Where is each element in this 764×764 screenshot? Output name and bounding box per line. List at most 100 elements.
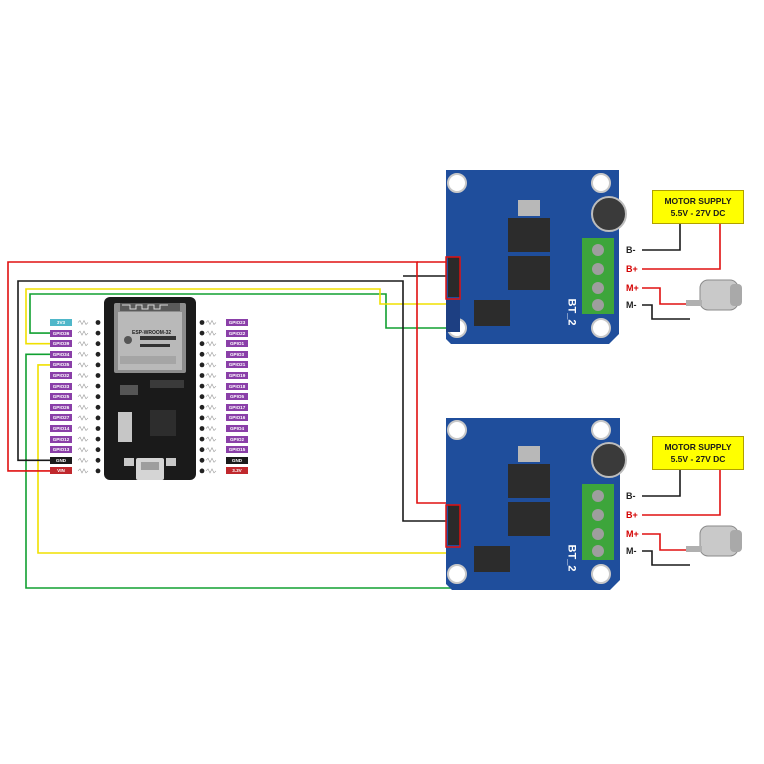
terminal-m-minus: M- xyxy=(626,300,637,310)
pin-leader xyxy=(205,425,217,432)
supply-title: MOTOR SUPPLY xyxy=(664,196,732,206)
terminal-b-minus: B- xyxy=(626,491,636,501)
pin-leader xyxy=(77,351,89,357)
pin-label-gpio34: GPIO34 xyxy=(50,350,72,358)
pin-leader xyxy=(77,447,89,453)
wire-vin xyxy=(7,261,452,504)
pin-leader xyxy=(77,362,89,368)
wire-supply-neg-1 xyxy=(642,224,681,251)
header-pin xyxy=(199,341,205,347)
header-pin xyxy=(199,330,205,336)
pin-leader xyxy=(77,425,89,432)
header-pin xyxy=(95,426,101,431)
pin-leader xyxy=(205,415,217,421)
pin-leader xyxy=(205,404,217,410)
pin-label-3v3: 3V3 xyxy=(50,319,72,326)
wire-supply-pos-1 xyxy=(642,224,721,270)
header-pin xyxy=(95,351,101,357)
esp32-module-text: ESP-WROOM-32 xyxy=(132,330,172,336)
pin-label-gpio15: GPIO15 xyxy=(226,446,248,454)
supply-range: 5.5V - 27V DC xyxy=(670,454,726,464)
header-pin xyxy=(199,447,205,453)
pin-leader xyxy=(205,351,217,357)
terminal-b-plus: B+ xyxy=(626,264,638,274)
terminal-m-plus: M+ xyxy=(626,283,639,293)
pin-leader xyxy=(205,457,217,463)
pin-label-gpio36: GPIO36 xyxy=(50,329,72,337)
header-pin xyxy=(199,436,205,442)
pin-label-gpio19: GPIO19 xyxy=(226,372,248,379)
pin-label-gpio23: GPIO23 xyxy=(226,319,248,326)
pin-label-gpio1: GPIO1 xyxy=(226,340,248,348)
pin-leader xyxy=(205,383,217,389)
pin-leader xyxy=(205,394,217,400)
wire-signal-a xyxy=(25,288,452,345)
pin-label-gpio18: GPIO18 xyxy=(226,382,248,390)
header-pin xyxy=(95,383,101,389)
pin-label-gpio3: GPIO3 xyxy=(226,350,248,358)
header-pin xyxy=(199,383,205,389)
pin-label-gpio12: GPIO12 xyxy=(50,435,72,443)
pin-label-gnd: GND xyxy=(226,456,248,464)
header-pin xyxy=(95,415,101,421)
pin-leader xyxy=(77,330,89,336)
header-pin xyxy=(95,468,101,474)
wire-supply-pos-2 xyxy=(642,470,721,516)
pin-leader xyxy=(77,404,89,410)
dc-motor-1 xyxy=(686,279,742,311)
terminal-b-minus: B- xyxy=(626,245,636,255)
wire-motor-pos-2 xyxy=(642,533,686,551)
pin-leader xyxy=(205,341,217,347)
pin-leader xyxy=(205,319,217,326)
pin-leader xyxy=(205,330,217,336)
header-pin xyxy=(199,394,205,400)
pin-leader xyxy=(205,372,217,379)
header-pin xyxy=(95,320,101,325)
header-pin xyxy=(199,320,205,325)
wire-signal-b xyxy=(29,293,452,334)
pin-label-gpio16: GPIO16 xyxy=(226,414,248,422)
pin-label-gpio25: GPIO25 xyxy=(50,393,72,401)
pin-label-gpio13: GPIO13 xyxy=(50,446,72,454)
pin-leader xyxy=(77,436,89,442)
pin-label-gpio17: GPIO17 xyxy=(226,403,248,411)
pin-leader xyxy=(205,362,217,368)
pin-leader xyxy=(77,383,89,389)
supply-range: 5.5V - 27V DC xyxy=(670,208,726,218)
pin-label-gpio2: GPIO2 xyxy=(226,435,248,443)
header-pin xyxy=(95,404,101,410)
driver-2-label: BT_2 xyxy=(565,544,578,572)
pin-label-gpio21: GPIO21 xyxy=(226,361,248,369)
pin-label-gpio14: GPIO14 xyxy=(50,425,72,432)
wire-gnd xyxy=(17,280,452,522)
driver-1-label: BT_2 xyxy=(565,298,578,326)
driver-board-1 xyxy=(445,170,627,344)
pin-label-gnd: GND xyxy=(50,456,72,464)
wire-signal-c xyxy=(37,364,452,554)
pin-leader xyxy=(205,468,217,474)
header-pin xyxy=(199,404,205,410)
pin-label-gpio39: GPIO39 xyxy=(50,340,72,348)
wire-motor-neg-1 xyxy=(642,304,690,320)
motor-supply-box-2: MOTOR SUPPLY 5.5V - 27V DC xyxy=(652,436,744,470)
pin-leader xyxy=(77,341,89,347)
pin-leader xyxy=(205,436,217,442)
terminal-m-plus: M+ xyxy=(626,529,639,539)
wire-supply-neg-2 xyxy=(642,470,681,497)
pin-leader xyxy=(77,319,89,326)
pin-leader xyxy=(77,468,89,474)
pin-label-vin: VIN xyxy=(50,467,72,475)
header-pin xyxy=(95,362,101,368)
pin-leader xyxy=(77,372,89,379)
header-pin xyxy=(95,330,101,336)
header-pin xyxy=(95,447,101,453)
pin-label-gpio32: GPIO32 xyxy=(50,372,72,379)
driver-board-2 xyxy=(445,418,627,590)
motor-supply-box-1: MOTOR SUPPLY 5.5V - 27V DC xyxy=(652,190,744,224)
dc-motor-2 xyxy=(686,525,742,557)
wire-motor-pos-1 xyxy=(642,287,686,305)
header-pin xyxy=(199,362,205,368)
header-pin xyxy=(95,457,101,463)
